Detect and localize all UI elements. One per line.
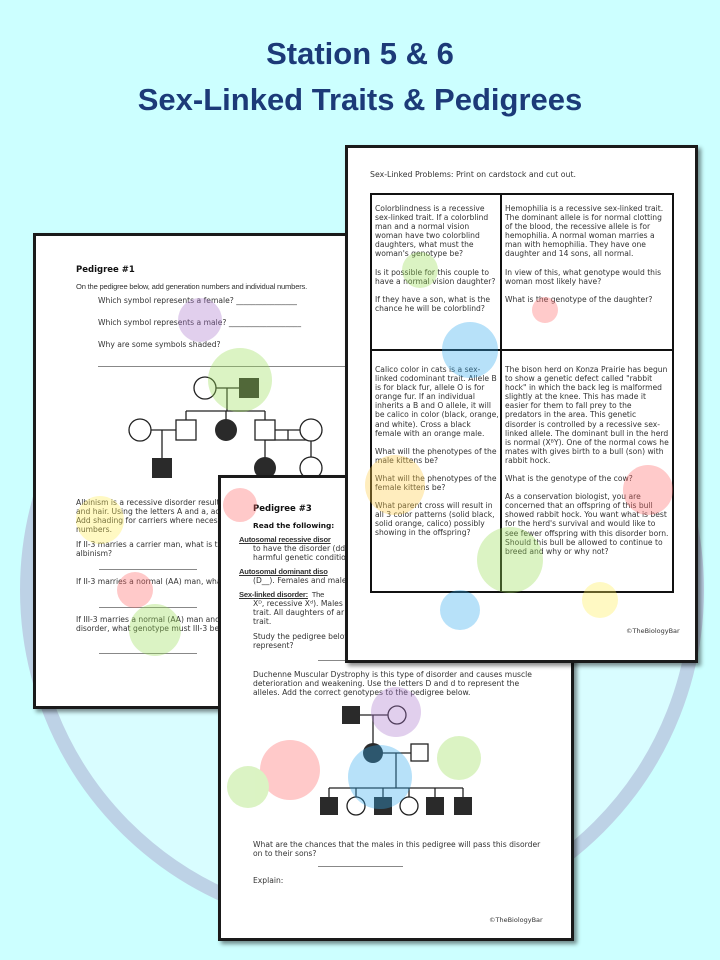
female-symbol — [387, 705, 407, 725]
worksheet-sex-linked-problems: Sex-Linked Problems: Print on cardstock … — [345, 145, 698, 663]
problem-card-calico: Calico color in cats is a sex-linked cod… — [375, 365, 499, 547]
card-text: What will the phenotypes of the female k… — [375, 473, 497, 493]
card-text: If they have a son, what is the chance h… — [375, 294, 491, 313]
explain-label: Explain: — [253, 876, 284, 885]
affected-female-symbol — [254, 457, 276, 479]
female-symbol — [128, 418, 152, 442]
affected-male-symbol — [454, 797, 472, 815]
sex-linked-line: Sex-linked disorder: The — [239, 590, 324, 599]
male-symbol — [254, 419, 276, 441]
card-text: Is it possible for this couple to have a… — [375, 267, 496, 286]
pedigree-3-chart — [320, 705, 472, 816]
problem-card-bison: The bison herd on Konza Prairie has begu… — [505, 365, 669, 565]
sex-linked-text: trait. All daughters of ar — [253, 608, 345, 617]
duchenne-text: deterioration and weakening. Use the let… — [253, 679, 520, 688]
question-3-line-2: disorder, what genotype must III-3 be? — [76, 624, 224, 633]
answer-line — [99, 607, 197, 608]
copyright-footer: ©TheBiologyBar — [489, 916, 543, 924]
problem-card-hemophilia: Hemophilia is a recessive sex-linked tra… — [505, 204, 669, 313]
autosomal-dominant-text: (D__). Females and males — [253, 576, 351, 585]
sex-linked-text: The — [308, 590, 325, 599]
albinism-line-1: Albinism is a recessive disorder resulti — [76, 498, 222, 507]
card-text: What will the phenotypes of the male kit… — [375, 446, 497, 465]
albinism-line-3: Add shading for carriers where necess — [76, 516, 222, 525]
female-symbol — [399, 796, 419, 816]
duchenne-text: alleles. Add the correct genotypes to th… — [253, 688, 471, 697]
read-following: Read the following: — [253, 521, 335, 530]
problems-table: Colorblindness is a recessive sex-linked… — [370, 193, 674, 593]
female-symbol — [193, 376, 217, 400]
albinism-line-4: numbers. — [76, 525, 113, 534]
albinism-line-2: and hair. Using the letters A and a, ad — [76, 507, 221, 516]
sex-linked-heading: Sex-Linked Problems: Print on cardstock … — [370, 170, 577, 179]
chances-question: on to their sons? — [253, 849, 317, 858]
answer-line — [98, 366, 376, 367]
problem-card-colorblindness: Colorblindness is a recessive sex-linked… — [375, 204, 499, 322]
male-symbol — [175, 419, 197, 441]
affected-male-symbol — [342, 706, 360, 724]
question-female-symbol: Which symbol represents a female? ______… — [98, 296, 297, 305]
study-question: represent? — [253, 641, 294, 650]
copyright-footer: ©TheBiologyBar — [626, 627, 680, 635]
card-text: The bison herd on Konza Prairie has begu… — [505, 365, 669, 465]
table-divider — [500, 195, 502, 591]
table-divider — [372, 349, 672, 351]
male-symbol — [410, 743, 429, 762]
question-2: If II-3 marries a normal (AA) man, wha — [76, 577, 222, 586]
duchenne-text: Duchenne Muscular Dystrophy is this type… — [253, 670, 532, 679]
pedigree1-instruction: On the pedigree below, add generation nu… — [76, 282, 308, 291]
chances-question: What are the chances that the males in t… — [253, 840, 541, 849]
card-text: Calico color in cats is a sex-linked cod… — [375, 365, 499, 438]
autosomal-recessive-text: to have the disorder (dd). — [253, 544, 351, 553]
card-text: In view of this, what genotype would thi… — [505, 267, 662, 286]
title-line-1: Station 5 & 6 — [266, 36, 454, 71]
affected-female-symbol — [363, 743, 383, 763]
pedigree1-title: Pedigree #1 — [76, 265, 135, 275]
affected-male-symbol — [239, 378, 259, 398]
card-text: Hemophilia is a recessive sex-linked tra… — [505, 204, 664, 259]
question-shaded: Why are some symbols shaded? — [98, 340, 221, 349]
study-question: Study the pedigree below — [253, 632, 351, 641]
answer-line — [99, 569, 197, 570]
card-text: What parent cross will result in all 3 c… — [375, 501, 495, 538]
affected-male-symbol — [152, 458, 172, 478]
card-text: What is the genotype of the cow? — [505, 474, 633, 484]
question-3-line-1: If III-3 marries a normal (AA) man and — [76, 615, 220, 624]
sex-linked-label: Sex-linked disorder: — [239, 590, 309, 599]
question-1-line-1: If II-3 marries a carrier man, what is t — [76, 540, 218, 549]
card-text: Colorblindness is a recessive sex-linked… — [375, 204, 489, 259]
pedigree3-title: Pedigree #3 — [253, 504, 312, 514]
question-1-line-2: albinism? — [76, 549, 112, 558]
affected-male-symbol — [374, 797, 392, 815]
sex-linked-text: trait. — [253, 617, 272, 626]
autosomal-dominant-label: Autosomal dominant diso — [239, 567, 328, 576]
affected-female-symbol — [215, 419, 237, 441]
autosomal-recessive-label: Autosomal recessive disor — [239, 535, 331, 544]
card-text: As a conservation biologist, you are con… — [505, 492, 669, 556]
title-line-2: Sex-Linked Traits & Pedigrees — [137, 82, 583, 117]
autosomal-recessive-text: harmful genetic conditio — [253, 553, 346, 562]
affected-male-symbol — [320, 797, 338, 815]
female-symbol — [346, 796, 366, 816]
sex-linked-text: Xᴰ, recessive Xᵈ). Males a — [253, 599, 350, 608]
pedigree-1-chart — [128, 376, 323, 480]
answer-line — [318, 866, 403, 867]
card-text: What is the genotype of the daughter? — [505, 294, 653, 304]
female-symbol — [299, 418, 323, 442]
answer-line — [99, 653, 197, 654]
affected-male-symbol — [426, 797, 444, 815]
question-male-symbol: Which symbol represents a male? ________… — [98, 318, 302, 327]
